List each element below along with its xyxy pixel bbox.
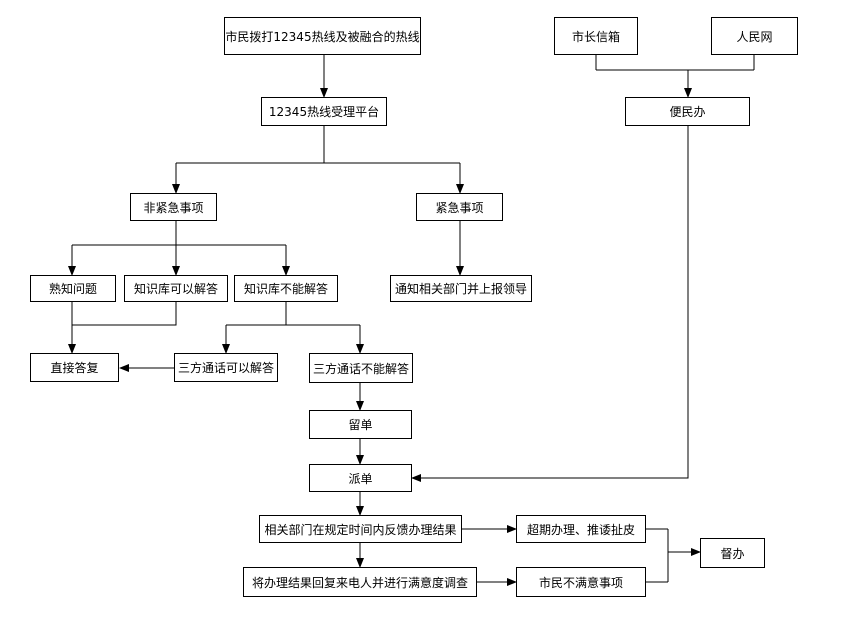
node-overdue: 超期办理、推诿扯皮 (516, 515, 646, 543)
node-notify-departments: 通知相关部门并上报领导 (390, 275, 532, 302)
node-kb-cannot-answer: 知识库不能解答 (234, 275, 338, 302)
node-dept-feedback: 相关部门在规定时间内反馈办理结果 (259, 515, 462, 543)
node-citizen-call: 市民拨打12345热线及被融合的热线 (224, 17, 421, 55)
node-label: 三方通话可以解答 (177, 361, 274, 375)
node-label: 通知相关部门并上报领导 (394, 282, 527, 296)
node-label: 派单 (348, 471, 373, 486)
node-dispatch: 派单 (309, 464, 412, 492)
node-label: 将办理结果回复来电人并进行满意度调查 (251, 575, 468, 590)
node-reply-survey: 将办理结果回复来电人并进行满意度调查 (243, 567, 477, 597)
node-dissatisfied: 市民不满意事项 (516, 567, 646, 597)
node-label: 市长信箱 (571, 29, 620, 44)
node-familiar-issue: 熟知问题 (30, 275, 116, 302)
node-direct-reply: 直接答复 (30, 353, 119, 382)
node-non-urgent: 非紧急事项 (130, 193, 217, 221)
node-label: 熟知问题 (48, 282, 97, 296)
node-three-way-can: 三方通话可以解答 (174, 353, 278, 382)
node-label: 人民网 (736, 29, 773, 44)
node-peoples-net: 人民网 (711, 17, 798, 55)
node-kb-can-answer: 知识库可以解答 (124, 275, 228, 302)
node-label: 三方通话不能解答 (312, 361, 409, 376)
node-bianmin-office: 便民办 (625, 97, 750, 126)
node-label: 留单 (348, 418, 373, 432)
node-label: 市民拨打12345热线及被融合的热线 (225, 29, 420, 44)
node-label: 超期办理、推诿扯皮 (526, 522, 635, 537)
node-supervise: 督办 (700, 538, 765, 568)
node-three-way-cannot: 三方通话不能解答 (309, 353, 413, 383)
node-label: 便民办 (669, 105, 706, 119)
node-label: 紧急事项 (435, 200, 484, 215)
node-urgent: 紧急事项 (416, 193, 503, 221)
node-leave-message: 留单 (309, 410, 412, 439)
node-label: 督办 (720, 546, 745, 561)
node-label: 非紧急事项 (143, 200, 204, 215)
node-platform: 12345热线受理平台 (261, 97, 387, 126)
node-label: 知识库可以解答 (133, 282, 218, 296)
arrow-bianmin-to-dispatch (411, 126, 689, 482)
node-label: 12345热线受理平台 (268, 105, 380, 119)
node-mayor-mailbox: 市长信箱 (554, 17, 638, 55)
line-kb-can-down (72, 302, 177, 326)
node-label: 直接答复 (50, 361, 99, 375)
node-label: 相关部门在规定时间内反馈办理结果 (264, 522, 457, 537)
node-label: 知识库不能解答 (243, 282, 328, 296)
node-label: 市民不满意事项 (538, 575, 623, 590)
